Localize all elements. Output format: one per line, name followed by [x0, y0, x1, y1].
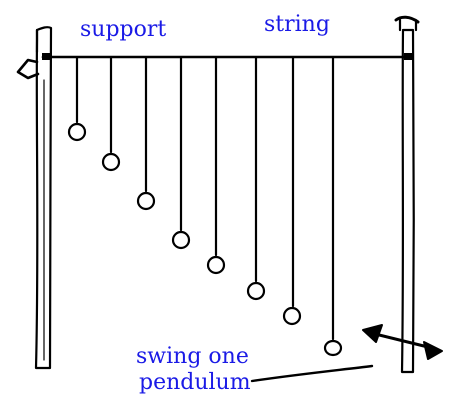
swing-label-line1: swing one [136, 344, 249, 369]
pendulum-2 [101, 56, 121, 172]
right-support-post [394, 15, 420, 374]
pendulum-3 [136, 56, 156, 211]
left-support-post [16, 26, 53, 370]
string-line [41, 53, 413, 60]
pendulum-7 [282, 56, 302, 326]
swing-arrow-icon [362, 324, 443, 360]
string-label: string [264, 12, 330, 37]
pendulum-5 [206, 56, 226, 275]
pendulum-8 [323, 56, 343, 357]
pointer-line [250, 364, 374, 383]
swing-label-line2: pendulum [139, 370, 251, 395]
pendulum-1 [67, 56, 87, 142]
pendulum-4 [171, 56, 191, 250]
support-label: support [80, 17, 167, 42]
pendulum-6 [246, 56, 266, 301]
